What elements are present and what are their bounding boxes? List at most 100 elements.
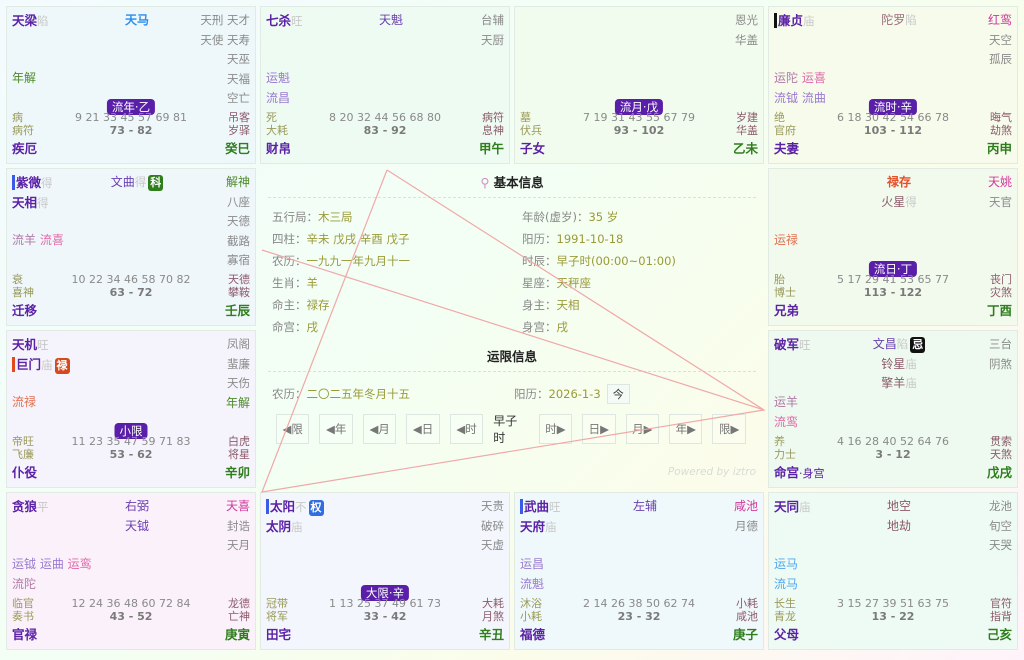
minor-star[interactable]: 文曲得科 xyxy=(102,173,172,193)
major-stars: 七杀旺 xyxy=(266,11,303,31)
minor-star[interactable]: 地空 xyxy=(864,497,934,517)
palace-name[interactable]: 仆役 xyxy=(12,465,37,480)
major-star[interactable]: 太阴庙 xyxy=(266,517,324,537)
star-name: 天府 xyxy=(520,518,546,534)
horoscope-badge[interactable]: 流月·戊 xyxy=(614,99,664,115)
flow-star-name: 运陀 xyxy=(774,71,802,85)
prev-hour-button[interactable]: ◀时 xyxy=(449,414,484,444)
minor-star[interactable]: 擎羊庙 xyxy=(864,374,934,394)
minor-star[interactable]: 天魁 xyxy=(356,11,426,31)
pin-icon: ⚲ xyxy=(480,175,490,190)
palace-name[interactable]: 兄弟 xyxy=(774,303,799,318)
boshi-12: 力士 xyxy=(774,448,796,461)
boshi-12: 博士 xyxy=(774,286,796,299)
adjective-star: 龙池 xyxy=(989,497,1012,517)
adjective-star: 天喜 xyxy=(226,497,250,517)
horoscope-badge[interactable]: 大限·辛 xyxy=(360,585,410,601)
prev-month-button[interactable]: ◀月 xyxy=(362,414,397,444)
adjective-star: 天空 xyxy=(988,31,1012,51)
horoscope-badge[interactable]: 流时·辛 xyxy=(868,99,918,115)
next-year-button[interactable]: 年▶ xyxy=(669,414,703,444)
prev-year-button[interactable]: ◀年 xyxy=(319,414,353,444)
flow-star-name: 流魁 xyxy=(520,576,545,591)
decadal-range: 113 - 122 xyxy=(863,286,923,299)
palace-name[interactable]: 父母 xyxy=(774,627,799,642)
palace-name[interactable]: 疾厄 xyxy=(12,141,37,156)
star-name: 寡宿 xyxy=(227,253,250,267)
major-star[interactable]: 贪狼平 xyxy=(12,497,49,517)
horoscope-badge[interactable]: 流年·乙 xyxy=(106,99,156,115)
palace-name[interactable]: 命宫·身宫 xyxy=(774,465,825,480)
info-row: 生肖：羊 xyxy=(272,276,318,290)
suiqian-12: 贯索 xyxy=(990,435,1012,448)
minor-star[interactable]: 铃星庙 xyxy=(864,355,934,375)
minor-star[interactable]: 天钺 xyxy=(102,517,172,537)
palace-name[interactable]: 子女 xyxy=(520,141,545,156)
major-star[interactable]: 廉贞庙 xyxy=(774,11,815,31)
major-star[interactable]: 天机旺 xyxy=(12,335,70,355)
minor-star[interactable]: 地劫 xyxy=(864,517,934,537)
age-list: 2 14 26 38 50 62 74 xyxy=(583,597,695,610)
major-star[interactable]: 七杀旺 xyxy=(266,11,303,31)
major-star[interactable]: 破军旺 xyxy=(774,335,811,355)
palace-name[interactable]: 迁移 xyxy=(12,303,37,318)
major-stars: 天机旺巨门庙禄 xyxy=(12,335,70,374)
major-star[interactable]: 天相得 xyxy=(12,193,53,213)
major-star[interactable]: 天梁陷 xyxy=(12,11,49,31)
minor-star[interactable]: 文昌陷忌 xyxy=(864,335,934,355)
next-decade-button[interactable]: 限▶ xyxy=(712,414,746,444)
minor-star[interactable]: 陀罗陷 xyxy=(864,11,934,31)
palace-name[interactable]: 福德 xyxy=(520,627,545,642)
star-name: 天同 xyxy=(774,499,800,514)
palace-name[interactable]: 官禄 xyxy=(12,627,37,642)
prev-day-button[interactable]: ◀日 xyxy=(406,414,440,444)
next-hour-button[interactable]: 时▶ xyxy=(538,414,573,444)
suiqian-12: 晦气 xyxy=(990,111,1012,124)
today-button[interactable]: 今 xyxy=(606,384,630,404)
palace-name-text: 福德 xyxy=(520,627,546,642)
major-star[interactable]: 天府庙 xyxy=(520,517,561,537)
horoscope-badge[interactable]: 流日·丁 xyxy=(868,261,918,277)
age-list: 10 22 34 46 58 70 82 xyxy=(71,273,191,286)
heavenly-stem-earthly-branch: 癸巳 xyxy=(224,141,250,156)
horoscope-badge[interactable]: 小限 xyxy=(114,423,148,439)
major-star[interactable]: 太阳不权 xyxy=(266,497,324,517)
major-star[interactable]: 巨门庙禄 xyxy=(12,355,70,375)
minor-star[interactable]: 天马 xyxy=(102,11,172,31)
major-star[interactable]: 天同庙 xyxy=(774,497,811,517)
minor-star[interactable]: 禄存 xyxy=(864,173,934,193)
palace-name[interactable]: 夫妻 xyxy=(774,141,799,156)
heavenly-stem-earthly-branch: 丁酉 xyxy=(986,303,1012,318)
major-star[interactable]: 紫微得 xyxy=(12,173,53,193)
prev-decade-button[interactable]: ◀限 xyxy=(276,414,310,444)
boshi-12: 病符 xyxy=(12,124,34,137)
adjective-star: 台辅 xyxy=(481,11,504,31)
major-stars: 武曲旺天府庙 xyxy=(520,497,561,536)
next-day-button[interactable]: 日▶ xyxy=(582,414,616,444)
next-month-button[interactable]: 月▶ xyxy=(625,414,660,444)
minor-star[interactable]: 右弼 xyxy=(102,497,172,517)
palace-name[interactable]: 财帛 xyxy=(266,141,291,156)
minor-star[interactable]: 左辅 xyxy=(610,497,680,517)
palace-name[interactable]: 田宅 xyxy=(266,627,291,642)
adjective-star: 红鸾 xyxy=(988,11,1012,31)
major-star[interactable]: 武曲旺 xyxy=(520,497,561,517)
minor-star[interactable]: 火星得 xyxy=(864,193,934,213)
